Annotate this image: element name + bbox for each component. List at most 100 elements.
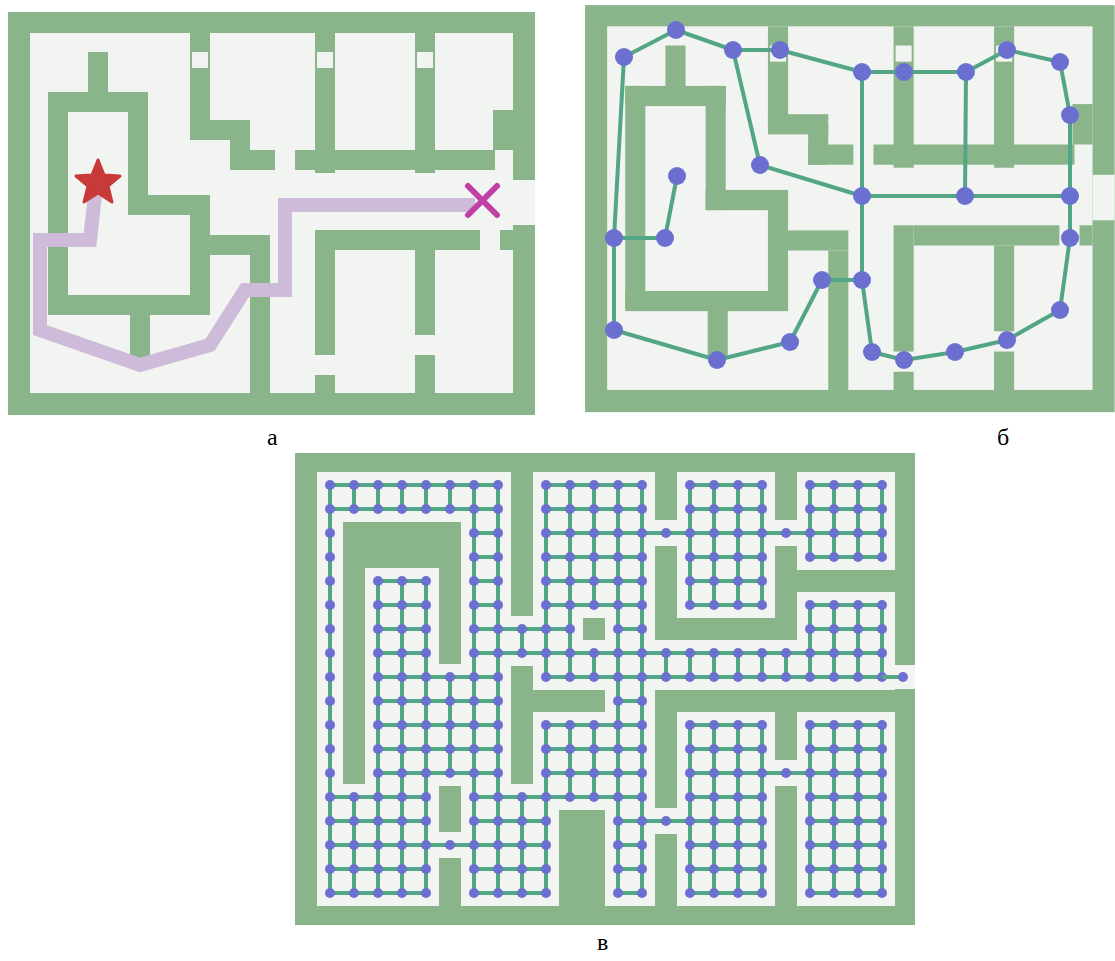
grid-node [541,672,551,682]
grid-node [469,744,479,754]
graph-edge [612,238,616,330]
grid-node [637,768,647,778]
grid-node [325,864,335,874]
grid-node [565,624,575,634]
grid-node [565,720,575,730]
grid-node [757,576,767,586]
grid-node [349,480,359,490]
grid-node [613,648,623,658]
grid-node [613,744,623,754]
grid-node [613,552,623,562]
grid-node [637,792,647,802]
grid-node [493,768,503,778]
grid-node [493,600,503,610]
grid-node [685,864,695,874]
grid-node [349,888,359,898]
grid-node [373,480,383,490]
grid-node [805,888,815,898]
grid-node [541,624,551,634]
grid-node [421,504,431,514]
grid-node [397,504,407,514]
grid-node [613,888,623,898]
graph-node [1051,53,1069,71]
graph-node [605,229,623,247]
grid-node [349,864,359,874]
grid-node [733,864,743,874]
grid-node [589,672,599,682]
graph-node [863,343,881,361]
grid-node [565,600,575,610]
grid-node [469,504,479,514]
grid-node [565,672,575,682]
grid-node [613,504,623,514]
grid-node [421,816,431,826]
graph-node [853,271,871,289]
maze-wall [295,453,915,925]
grid-node [493,480,503,490]
grid-node [733,792,743,802]
grid-node [637,840,647,850]
grid-node [469,696,479,706]
graph-node [957,63,975,81]
grid-node [757,528,767,538]
grid-node [853,480,863,490]
grid-node [661,528,671,538]
grid-node [325,768,335,778]
grid-node [757,720,767,730]
grid-node [373,648,383,658]
grid-node [469,528,479,538]
grid-node [373,816,383,826]
grid-node [493,528,503,538]
grid-node [853,864,863,874]
grid-node [685,528,695,538]
grid-node [685,720,695,730]
grid-node [541,864,551,874]
grid-node [805,552,815,562]
grid-node [517,864,527,874]
grid-node [517,648,527,658]
grid-node [637,744,647,754]
grid-node [709,840,719,850]
grid-node [421,768,431,778]
graph-edge [790,280,822,342]
grid-node [421,648,431,658]
grid-node [493,552,503,562]
grid-node [397,576,407,586]
grid-node [373,600,383,610]
grid-node [565,648,575,658]
grid-node [805,816,815,826]
graph-edge [780,50,862,72]
grid-node [877,768,887,778]
grid-node [613,528,623,538]
grid-node [397,624,407,634]
grid-node [397,672,407,682]
grid-node [637,672,647,682]
grid-node [805,600,815,610]
grid-node [805,768,815,778]
grid-node [757,816,767,826]
grid-node [493,888,503,898]
grid-node [325,480,335,490]
grid-node [757,888,767,898]
grid-node [325,552,335,562]
grid-node [733,816,743,826]
graph-edge [860,196,864,280]
grid-node [829,528,839,538]
grid-node [565,504,575,514]
grid-node [469,624,479,634]
grid-node [757,552,767,562]
grid-node [757,792,767,802]
grid-node [421,864,431,874]
grid-node [589,480,599,490]
grid-node [877,744,887,754]
grid-node [613,864,623,874]
grid-node [541,528,551,538]
grid-node [541,792,551,802]
grid-node [757,840,767,850]
panel-letter: в [597,930,608,954]
grid-node [733,888,743,898]
grid-node [373,792,383,802]
grid-node [829,600,839,610]
grid-node [709,528,719,538]
grid-node [853,552,863,562]
